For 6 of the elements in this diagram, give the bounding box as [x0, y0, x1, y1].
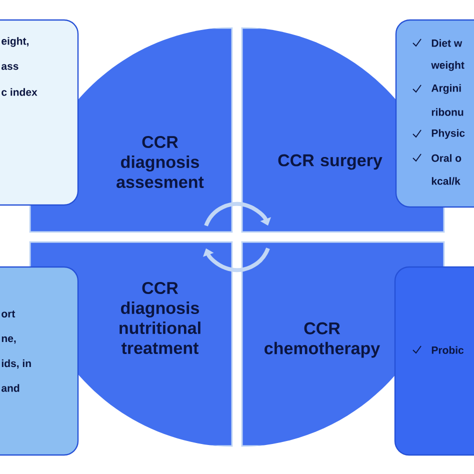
cycle-arrow — [203, 247, 270, 272]
text-box: Probic — [394, 266, 474, 456]
text-box: Diet w weight Argini ribonu Physic Oral o kcal/k — [395, 19, 474, 208]
text-box: eight, ass c index — [0, 19, 79, 206]
cycle-arrow — [204, 202, 271, 227]
text-box: ort ne, ids, in and — [0, 266, 79, 456]
